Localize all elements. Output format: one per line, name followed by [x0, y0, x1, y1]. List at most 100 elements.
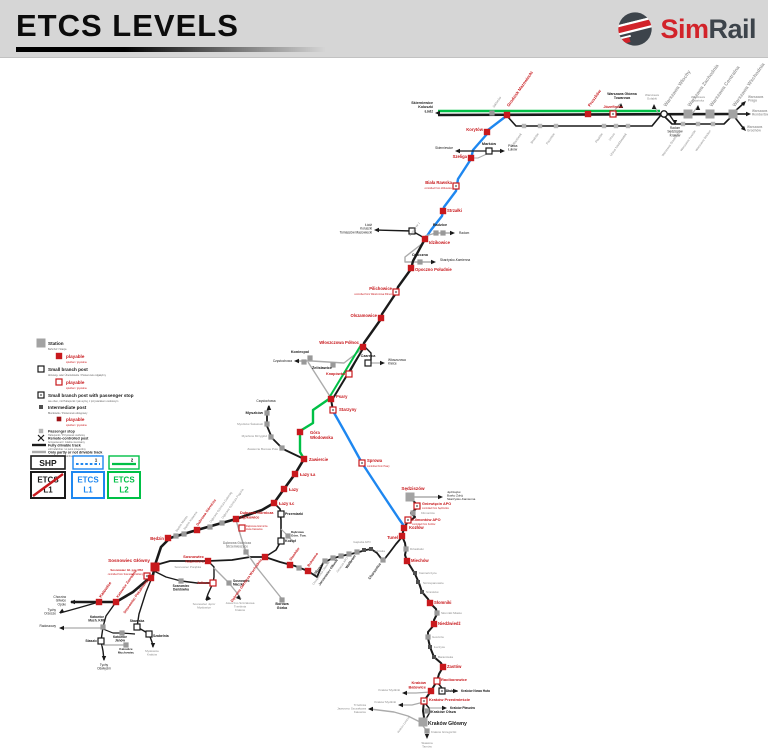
station-marker — [55, 378, 63, 386]
station-label: Łazy Łc — [279, 501, 295, 506]
station-label: controlled from Idzikowice — [424, 187, 452, 190]
station-label: Gajówka APO — [353, 540, 371, 544]
station-label: controlled from Włoszczowa Północ — [354, 293, 393, 296]
station-marker — [695, 121, 701, 127]
shp-label: SHP — [39, 458, 57, 468]
station-marker — [680, 121, 686, 127]
station-label: Grodzisk Mazowiecki — [506, 70, 534, 107]
direction-arrow — [695, 105, 701, 110]
direction-arrow — [442, 705, 447, 711]
station-label: Dłubnia — [446, 689, 458, 693]
direction-arrow — [455, 148, 460, 154]
station-label: Baranówka — [438, 655, 453, 659]
simrail-logo-text: SimRail — [660, 14, 756, 45]
station-label: Słomniki Miasto — [441, 611, 462, 615]
legend-sublabel: Bahnhof / Stacja — [48, 348, 67, 351]
station-marker — [264, 421, 270, 427]
direction-arrow — [450, 230, 455, 236]
station-marker — [408, 227, 416, 235]
station-marker — [405, 492, 415, 502]
station-marker — [407, 264, 415, 272]
station-label: Kozioł — [285, 539, 296, 543]
station-marker — [410, 510, 416, 516]
shp-box — [30, 455, 66, 470]
station-label: Bukowno — [307, 551, 320, 567]
station-label: Sprowa — [367, 458, 383, 463]
station-marker — [433, 230, 439, 236]
station-label: Przemiarki — [285, 512, 303, 516]
station-label: Józefinów — [603, 104, 623, 109]
station-label: Radzice — [433, 223, 447, 227]
track-line — [100, 601, 117, 661]
station-marker — [95, 598, 103, 606]
station-marker — [425, 634, 431, 640]
station-label: Sosnowiec Gł. pzs R52 — [110, 568, 143, 572]
station-marker — [354, 549, 360, 555]
station-marker — [728, 109, 738, 119]
station-marker — [345, 370, 353, 378]
station-marker — [346, 551, 352, 557]
direction-arrow — [374, 227, 379, 233]
station-marker — [705, 109, 715, 119]
station-marker — [420, 590, 424, 594]
station-marker — [403, 557, 411, 565]
station-label: Włoszczowa Północ — [319, 340, 359, 345]
legend-sublabel: Abzweig- oder Überleitstelle / Posterune… — [48, 374, 107, 377]
station-label: Stawiska — [130, 619, 145, 623]
station-marker — [433, 677, 441, 685]
station-marker — [291, 470, 299, 478]
station-label: Kraków Główny — [428, 721, 467, 727]
station-marker — [178, 578, 184, 584]
station-marker — [364, 359, 372, 367]
station-marker — [380, 557, 386, 563]
station-marker — [521, 123, 527, 129]
station-label: Sosnowiec Główny — [108, 558, 150, 563]
station-label: Smroków — [426, 590, 439, 594]
station-marker — [330, 555, 336, 561]
station-label: Tunel — [387, 535, 398, 540]
station-dot — [611, 112, 615, 116]
track-line — [71, 458, 306, 604]
track-line — [59, 601, 100, 614]
station-label: controlled from Kozłów — [412, 523, 436, 526]
station-marker — [440, 230, 446, 236]
station-label: Kraków Łobzów — [396, 714, 411, 733]
legend-sublabel: spielbar / grywalne — [66, 424, 87, 427]
station-marker — [424, 708, 430, 714]
station-marker — [439, 663, 447, 671]
legend-sublabel: Haltepunkt / Przystanek osobowy — [48, 434, 86, 437]
station-marker — [296, 565, 302, 571]
direction-arrow — [398, 702, 403, 708]
station-marker — [286, 561, 294, 569]
station-label: Myszków Mrzygłód — [242, 434, 268, 438]
track-line — [400, 701, 425, 706]
station-label: Kraków Mydlniki — [378, 688, 400, 692]
station-label: Miechów — [411, 558, 429, 563]
header: ETCS LEVELS SimRail — [0, 0, 768, 58]
station-label: Ursus — [608, 132, 616, 141]
station-marker — [181, 531, 187, 537]
station-marker — [304, 567, 312, 575]
legend-label: Small branch post with passenger stop — [48, 393, 134, 398]
station-marker — [483, 128, 491, 136]
station-label: Zastów — [447, 664, 462, 669]
station-label: Częstochowa — [256, 399, 275, 403]
track-line — [424, 116, 506, 240]
direction-arrow — [266, 405, 272, 410]
station-marker — [413, 571, 417, 575]
track-line — [506, 114, 662, 127]
station-marker — [432, 655, 436, 659]
station-label: Kraków Nowa Huta — [461, 689, 490, 693]
station-label: Staszic — [85, 639, 97, 643]
